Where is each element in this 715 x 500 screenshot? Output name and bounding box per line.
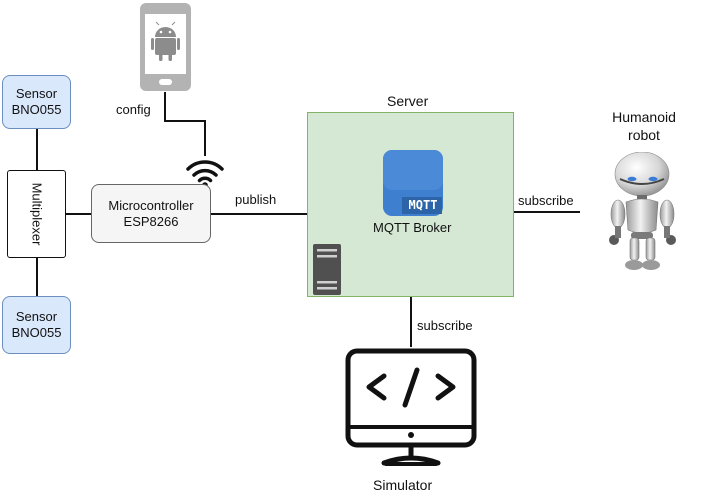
mqtt-broker-label: MQTT Broker [373,220,452,235]
humanoid-robot-icon[interactable] [604,151,682,272]
mqtt-logo-icon: MQTT [383,150,443,216]
mqtt-logo-text: MQTT [408,198,438,212]
sensor-top-node[interactable]: Sensor BNO055 [2,75,71,129]
code-monitor-icon[interactable] [344,347,478,473]
sensor-bottom-label: Sensor [15,309,58,324]
edge-label-config: config [116,102,151,117]
multiplexer-node[interactable]: Multiplexer [7,170,66,258]
multiplexer-label: Multiplexer [29,182,45,246]
server-rack-icon [313,244,341,295]
android-phone-icon [139,2,192,92]
humanoid-robot-label-line2: robot [628,127,660,143]
simulator-label: Simulator [373,477,433,493]
microcontroller-model: ESP8266 [123,213,179,229]
edge-label-subscribe-robot: subscribe [518,193,574,208]
edge-label-publish: publish [235,192,277,207]
microcontroller-node[interactable]: Microcontroller ESP8266 [91,184,211,243]
sensor-top-model: BNO055 [11,102,62,117]
server-title: Server [387,93,429,109]
wire-config [164,92,206,156]
sensor-bottom-node[interactable]: Sensor BNO055 [2,296,71,354]
sensor-bottom-model: BNO055 [11,325,62,340]
sensor-top-label: Sensor [15,86,58,101]
humanoid-robot-label-line1: Humanoid [612,109,676,125]
microcontroller-label: Microcontroller [108,197,194,213]
humanoid-robot-label: Humanoid robot [594,108,694,144]
edge-label-subscribe-simulator: subscribe [417,318,473,333]
